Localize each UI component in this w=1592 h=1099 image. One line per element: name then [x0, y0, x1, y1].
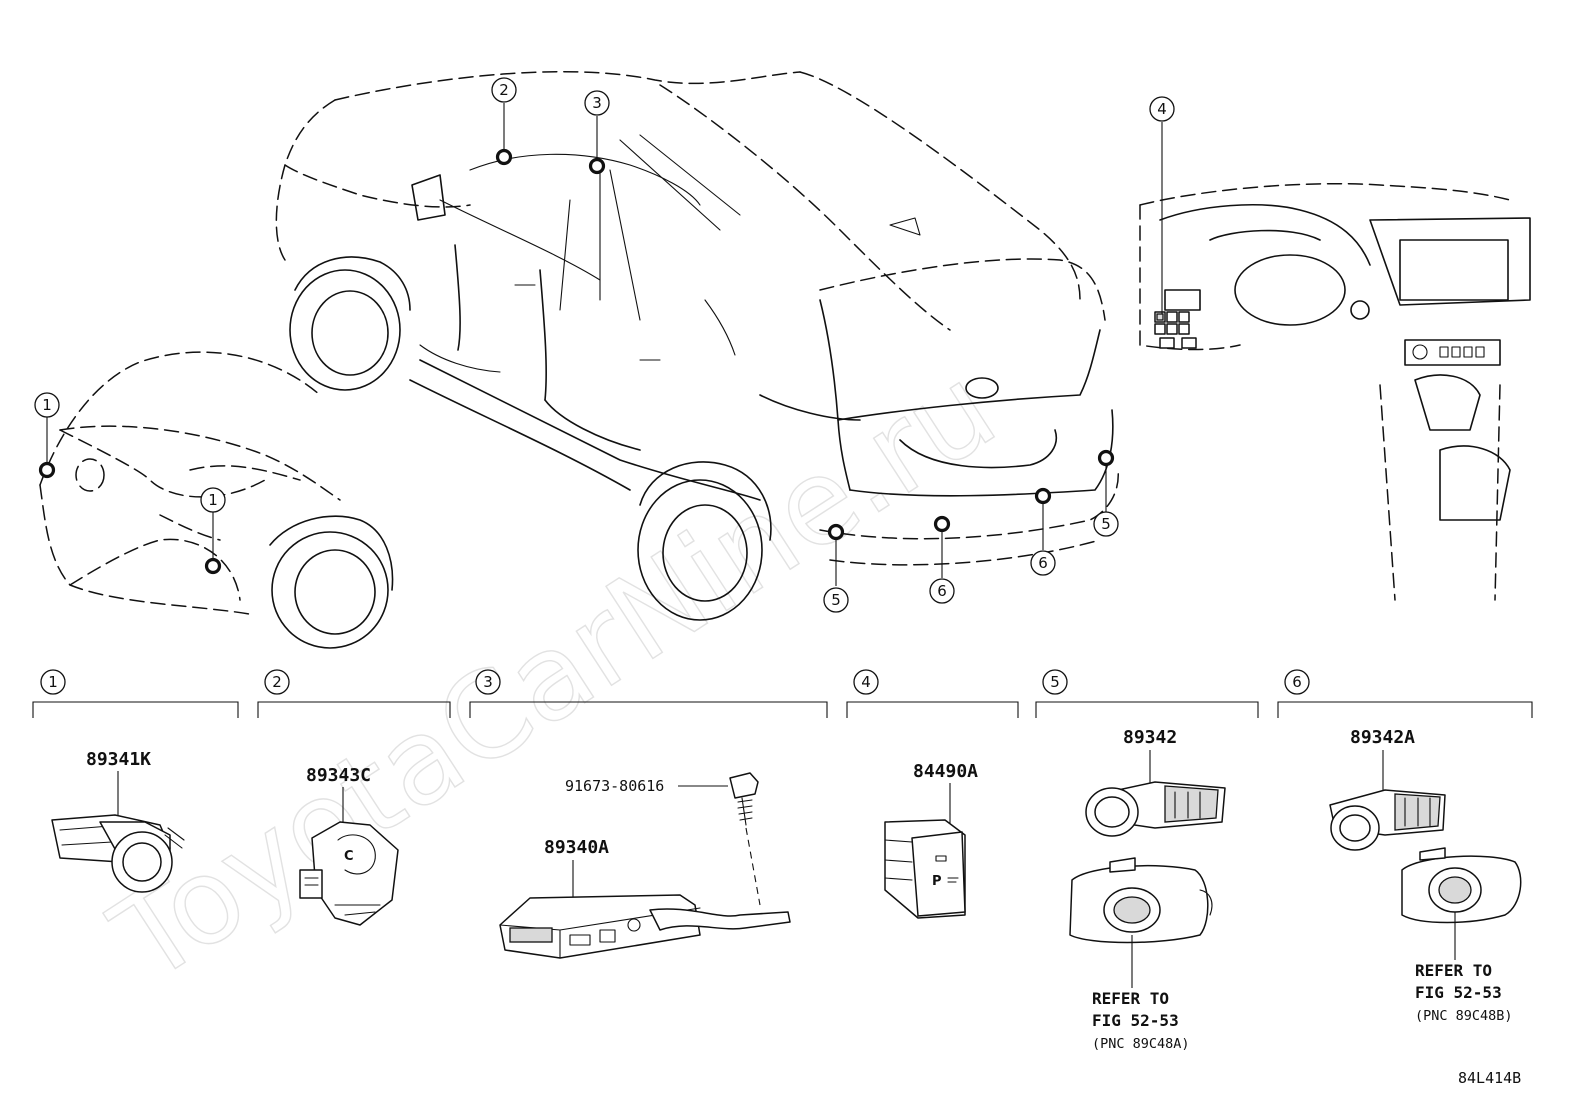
svg-text:3: 3	[592, 94, 602, 112]
svg-text:4: 4	[861, 673, 871, 691]
callout-1a: 1	[34, 392, 60, 418]
part-89340A[interactable]: 91673-80616 89340A	[499, 772, 791, 959]
svg-text:1: 1	[48, 673, 58, 691]
part-89343C[interactable]: 89343C C	[299, 765, 399, 926]
dashboard-view	[1139, 182, 1531, 601]
part-89342[interactable]: 89342 REFER TO FIG 52-53 (PNC 89C48A)	[1069, 727, 1226, 1052]
svg-text:4: 4	[1157, 100, 1167, 118]
svg-text:6: 6	[1292, 673, 1302, 691]
svg-text:3: 3	[483, 673, 493, 691]
callout-4: 4	[1149, 96, 1175, 122]
marker-6b	[1034, 487, 1052, 505]
ref-5-line3: (PNC 89C48A)	[1092, 1036, 1190, 1052]
svg-text:1: 1	[208, 491, 218, 509]
front-vehicle-view	[39, 351, 394, 649]
svg-text:2: 2	[499, 81, 509, 99]
main-vehicle-view	[275, 71, 1119, 621]
ref-6-line2: FIG 52-53	[1415, 983, 1502, 1002]
section-callout-5: 5	[1042, 669, 1068, 695]
part-89341K[interactable]: 89341K	[51, 749, 185, 893]
marker-1b	[204, 557, 222, 575]
section-callout-1: 1	[40, 669, 66, 695]
section-callout-2: 2	[264, 669, 290, 695]
callout-3: 3	[584, 90, 610, 116]
svg-text:6: 6	[937, 582, 947, 600]
callout-5a: 5	[823, 587, 849, 613]
marker-6a	[933, 515, 951, 533]
ref-5-line1: REFER TO	[1092, 989, 1169, 1008]
section-callout-6: 6	[1284, 669, 1310, 695]
part-number-84490A: 84490A	[913, 761, 978, 782]
marker-1a	[38, 461, 56, 479]
callout-6b: 6	[1030, 550, 1056, 576]
callout-2: 2	[491, 77, 517, 103]
marker-5a	[827, 523, 845, 541]
svg-text:C: C	[344, 849, 354, 864]
part-number-89342A: 89342A	[1350, 727, 1415, 748]
part-number-89340A: 89340A	[544, 837, 609, 858]
vehicle-leader-lines	[46, 103, 1163, 586]
part-number-91673-80616: 91673-80616	[565, 777, 664, 795]
marker-2	[495, 148, 513, 166]
svg-text:6: 6	[1038, 554, 1048, 572]
switch-p-label: P	[932, 874, 942, 889]
callout-6a: 6	[929, 578, 955, 604]
section-brackets	[32, 701, 1533, 718]
svg-text:5: 5	[1101, 515, 1111, 533]
location-markers	[38, 148, 1115, 575]
part-number-89342: 89342	[1123, 727, 1177, 748]
ref-6-line3: (PNC 89C48B)	[1415, 1008, 1513, 1024]
part-number-89341K: 89341K	[86, 749, 151, 770]
ref-6-line1: REFER TO	[1415, 961, 1492, 980]
section-callout-4: 4	[853, 669, 879, 695]
section-callout-3: 3	[475, 669, 501, 695]
callout-5b: 5	[1093, 511, 1119, 537]
callout-1b: 1	[200, 487, 226, 513]
marker-5b	[1097, 449, 1115, 467]
part-89342A[interactable]: 89342A REFER TO FIG 52-53 (PNC 89C48B)	[1329, 727, 1522, 1024]
part-84490A[interactable]: 84490A P	[884, 761, 978, 919]
svg-text:5: 5	[1050, 673, 1060, 691]
marker-3	[588, 157, 606, 175]
ref-5-line2: FIG 52-53	[1092, 1011, 1179, 1030]
part-number-89343C: 89343C	[306, 765, 371, 786]
svg-text:5: 5	[831, 591, 841, 609]
svg-text:2: 2	[272, 673, 282, 691]
figure-code: 84L414B	[1458, 1069, 1521, 1087]
svg-text:1: 1	[42, 396, 52, 414]
